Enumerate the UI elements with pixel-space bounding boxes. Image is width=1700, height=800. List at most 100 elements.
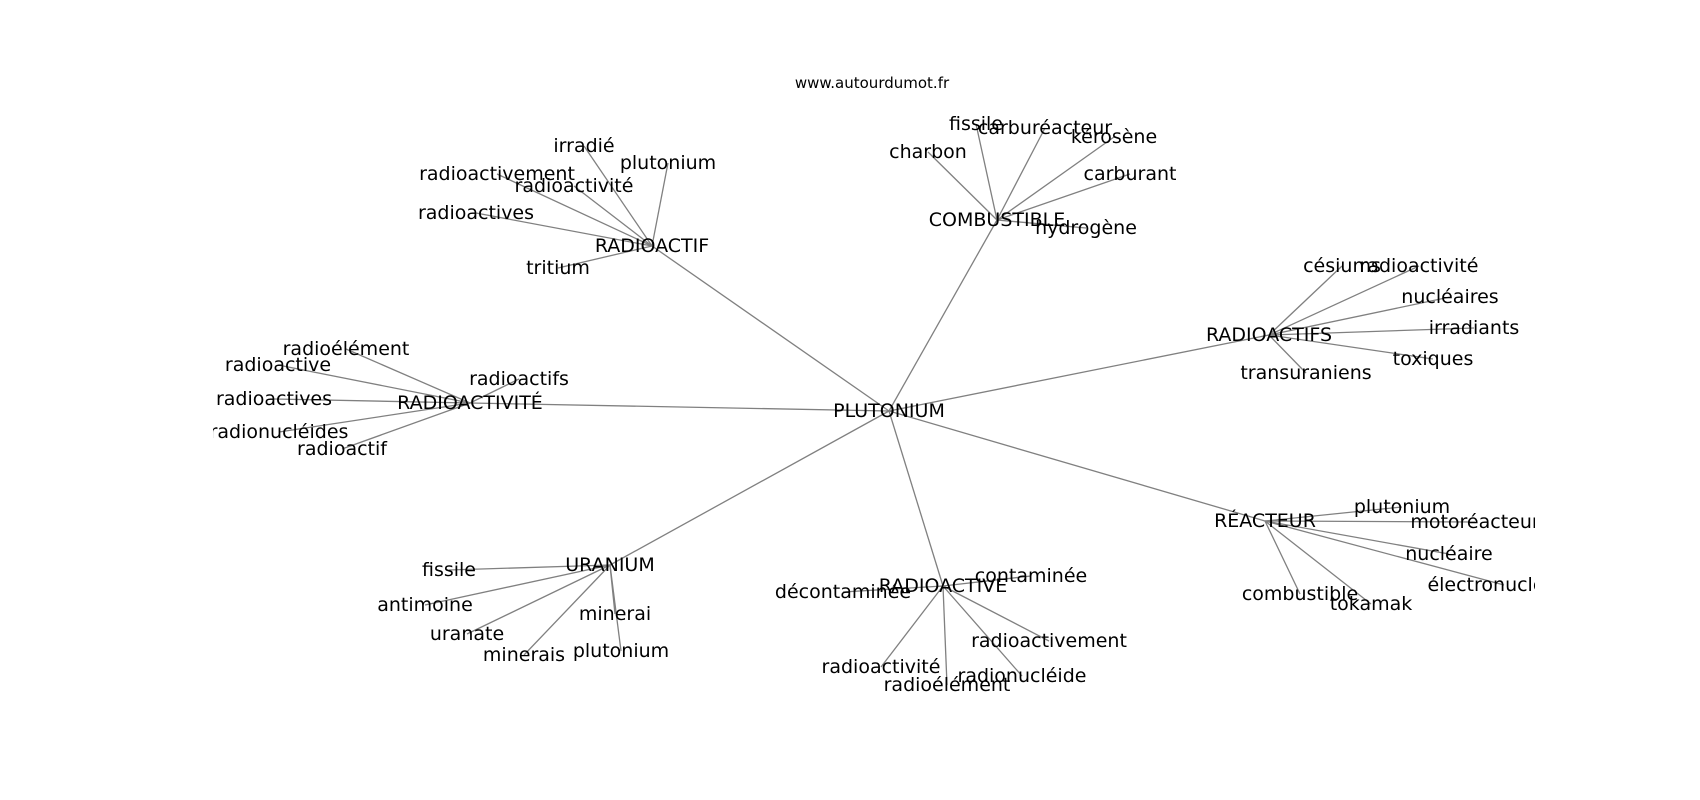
- leaf-edge: [341, 402, 471, 450]
- leaf-node-label: fissile: [949, 113, 1003, 135]
- leaf-node-label: contaminée: [975, 565, 1087, 587]
- leaf-edge: [927, 151, 998, 221]
- leaf-node-label: antimoine: [377, 594, 473, 616]
- center-edge: [609, 410, 890, 566]
- leaf-edge: [475, 212, 653, 247]
- leaf-node-label: tokamak: [1330, 593, 1413, 615]
- leaf-edge: [448, 564, 611, 571]
- leaf-edge: [1264, 520, 1301, 595]
- leaf-node-label: radioactives: [216, 388, 332, 410]
- leaf-edge: [424, 564, 611, 606]
- leaf-edge: [1268, 334, 1307, 374]
- cluster-node-label: RADIOACTIVITÉ: [397, 391, 543, 414]
- leaf-node-label: radioactif: [297, 438, 388, 460]
- leaf-node-label: irradiants: [1429, 317, 1520, 339]
- leaf-edge: [573, 185, 653, 247]
- cluster-node-label: COMBUSTIBLE: [929, 209, 1065, 231]
- leaf-node-label: plutonium: [620, 152, 716, 174]
- leaf-edge: [996, 127, 1046, 221]
- cluster-node-label: RADIOACTIF: [595, 235, 709, 257]
- leaf-node-label: radioactivement: [419, 163, 575, 185]
- leaf-node-label: électronucléaire: [1427, 574, 1580, 596]
- leaf-edge: [942, 585, 1050, 642]
- cluster-node-label: RÉACTEUR: [1214, 509, 1316, 532]
- leaf-edge: [975, 123, 998, 221]
- leaf-node-label: plutonium: [1354, 496, 1450, 518]
- leaf-edge: [651, 162, 669, 247]
- center-edge: [651, 245, 890, 412]
- leaf-node-label: charbon: [889, 141, 967, 163]
- leaf-node-label: toxiques: [1393, 348, 1474, 370]
- leaf-edge: [1264, 520, 1476, 523]
- leaf-node-label: uranate: [430, 623, 504, 645]
- source-text: www.autourdumot.fr: [795, 74, 950, 92]
- leaf-node-label: radioactifs: [469, 368, 569, 390]
- leaf-node-label: décontaminée: [775, 581, 911, 603]
- leaf-edge: [1264, 520, 1450, 555]
- leaf-node-label: plutonium: [573, 640, 669, 662]
- center-edge: [888, 334, 1270, 412]
- leaf-node-label: fissile: [422, 559, 476, 581]
- leaf-edge: [996, 136, 1115, 221]
- leaf-node-label: nucléaires: [1401, 286, 1498, 308]
- leaf-edge: [583, 145, 653, 247]
- leaf-node-label: nucléaire: [1405, 543, 1493, 565]
- center-edge: [469, 402, 890, 412]
- leaf-node-label: radioactivement: [971, 630, 1127, 652]
- leaf-node-label: carburéacteur: [978, 117, 1112, 139]
- leaf-node-label: radioactivité: [515, 175, 634, 197]
- leaf-edge: [842, 585, 944, 593]
- cluster-node-label: URANIUM: [565, 554, 654, 576]
- leaf-node-label: combustible: [1242, 583, 1358, 605]
- leaf-edge: [942, 575, 1032, 587]
- leaf-edge: [1264, 520, 1505, 586]
- leaf-node-label: radioélément: [283, 338, 410, 360]
- center-edge: [888, 219, 998, 412]
- leaf-edge: [1268, 296, 1451, 336]
- leaf-node-label: radioélément: [884, 674, 1011, 696]
- leaf-edge: [278, 402, 471, 433]
- cluster-node-label: RADIOACTIFS: [1206, 324, 1332, 346]
- labels: PLUTONIUMRADIOACTIFirradiéplutoniumradio…: [210, 113, 1580, 696]
- leaf-node-label: radionucléides: [210, 421, 349, 443]
- cluster-node-label: RADIOACTIVE: [879, 575, 1007, 597]
- leaf-edge: [609, 564, 622, 652]
- leaf-node-label: motoréacteur: [1410, 511, 1540, 533]
- leaf-node-label: irradié: [553, 135, 614, 157]
- leaf-node-label: radioactivité: [822, 656, 941, 678]
- leaf-edge: [1268, 334, 1434, 360]
- leaf-node-label: kérosène: [1071, 126, 1157, 148]
- leaf-edge: [1268, 327, 1475, 336]
- center-node-label: PLUTONIUM: [833, 400, 945, 422]
- center-edge: [888, 410, 1266, 522]
- leaf-edge: [1264, 520, 1372, 605]
- leaf-node-label: césiums: [1303, 255, 1381, 277]
- leaf-edge: [277, 364, 471, 404]
- leaf-edge: [345, 348, 471, 404]
- leaf-edge: [496, 173, 653, 247]
- leaf-node-label: carburant: [1084, 163, 1177, 185]
- leaf-node-label: radionucléide: [958, 665, 1087, 687]
- leaf-edge: [996, 219, 1087, 229]
- edges: [273, 123, 1505, 686]
- leaf-edge: [942, 585, 948, 686]
- leaf-edge: [1264, 506, 1403, 522]
- leaf-node-label: hydrogène: [1035, 217, 1137, 239]
- leaf-edge: [996, 173, 1131, 221]
- leaf-edge: [557, 245, 653, 269]
- leaf-edge: [942, 585, 1023, 677]
- leaf-edge: [466, 564, 611, 635]
- leaf-node-label: radioactives: [418, 202, 534, 224]
- center-edge: [888, 410, 944, 587]
- leaf-node-label: radioactivité: [1360, 255, 1479, 277]
- leaf-edge: [523, 564, 611, 656]
- leaf-edge: [880, 585, 944, 668]
- leaf-edge: [469, 378, 520, 404]
- leaf-node-label: tritium: [526, 257, 590, 279]
- leaf-edge: [273, 398, 471, 404]
- leaf-node-label: transuraniens: [1240, 362, 1371, 384]
- leaf-edge: [1268, 265, 1420, 336]
- leaf-node-label: minerais: [483, 644, 565, 666]
- leaf-node-label: minerai: [579, 603, 651, 625]
